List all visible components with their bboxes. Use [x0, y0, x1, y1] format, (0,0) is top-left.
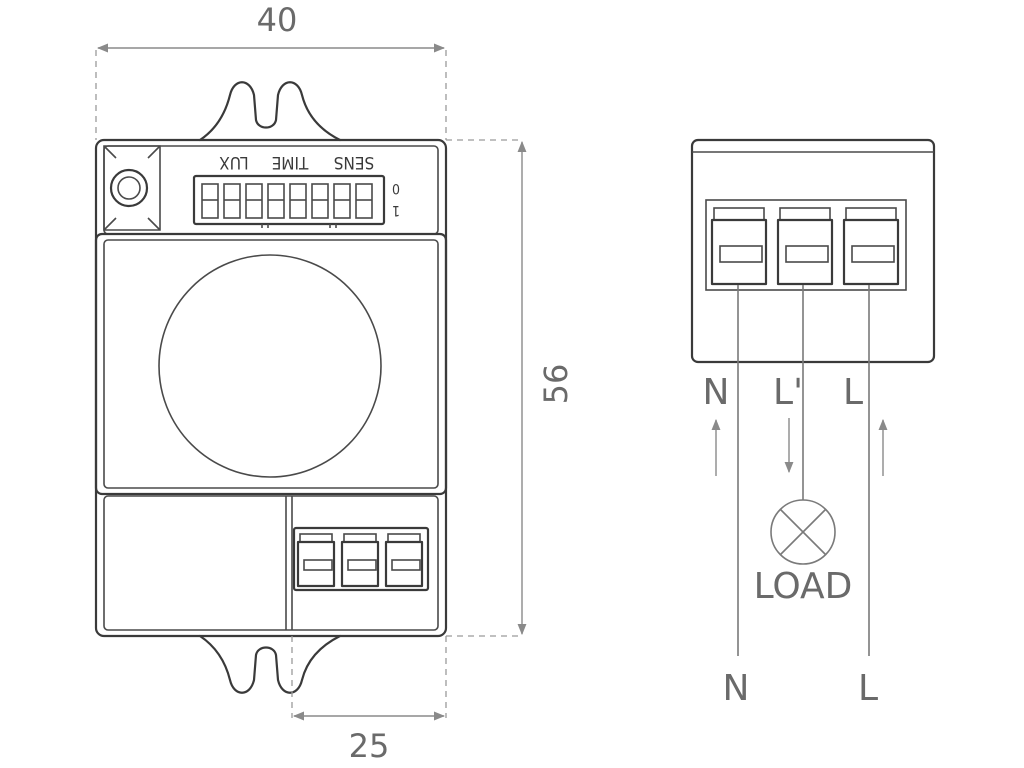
dip-switch-block	[192, 174, 386, 228]
sensor-lens	[158, 254, 382, 478]
dimension-width: 40	[257, 1, 298, 39]
switch-label-time: TIME	[272, 152, 310, 172]
dip-switch	[245, 183, 263, 219]
top-panel	[103, 145, 439, 235]
dimension-height: 56	[537, 364, 575, 405]
wiring-terminal	[776, 207, 834, 286]
wiring-terminal	[842, 207, 900, 286]
wiring-terminal	[710, 207, 768, 286]
device-terminal-block	[292, 526, 430, 592]
terminal-label-n: N	[703, 372, 730, 413]
dip-switch	[333, 183, 351, 219]
device-terminal	[296, 533, 336, 588]
adjust-knob	[103, 145, 161, 231]
switch-state-on: 1	[392, 202, 400, 218]
switch-label-sens: SENS	[334, 152, 375, 172]
dip-switch	[311, 183, 329, 219]
dip-switch	[201, 183, 219, 219]
switch-label-lux: LUX	[219, 152, 248, 172]
dip-switch	[355, 183, 373, 219]
device-drawing: LUX TIME SENS 0 1	[94, 81, 448, 694]
wiring-terminals	[710, 207, 900, 286]
wiring-diagram: LOAD N L' L N L	[690, 138, 936, 709]
dimension-lines: 40 56 25	[95, 1, 575, 765]
dip-switch	[267, 183, 285, 219]
top-mounting-tab	[198, 81, 342, 142]
sensor-section	[94, 232, 448, 496]
device-terminal	[340, 533, 380, 588]
dip-switch	[223, 183, 241, 219]
switch-state-off: 0	[392, 180, 400, 196]
dip-switch	[289, 183, 307, 219]
terminal-label-l: L	[843, 372, 863, 413]
bottom-label-n: N	[723, 668, 750, 709]
load-lamp-icon	[770, 499, 836, 565]
dimension-bottom: 25	[349, 727, 390, 765]
load-label: LOAD	[754, 566, 853, 607]
device-terminal	[384, 533, 424, 588]
terminal-label-l-out: L'	[773, 372, 803, 413]
bottom-section	[103, 495, 439, 631]
terminal-housing	[690, 138, 936, 364]
bottom-label-l: L	[858, 668, 878, 709]
bottom-mounting-tab	[198, 634, 342, 694]
